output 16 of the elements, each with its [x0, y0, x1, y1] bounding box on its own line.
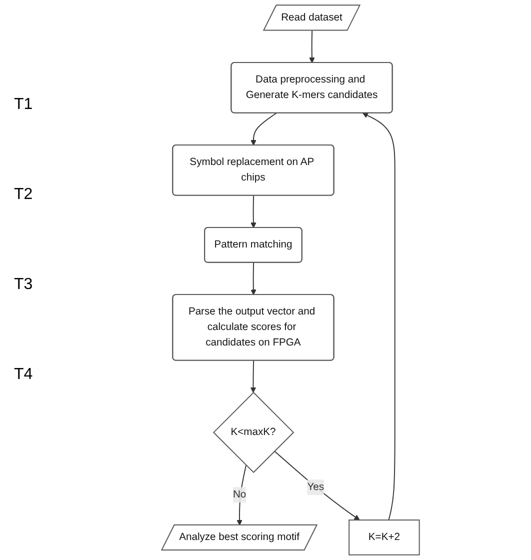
step-label: T1	[14, 96, 34, 114]
node-diamond: K<maxK?	[212, 392, 294, 474]
step-label: T2	[14, 186, 34, 204]
step-label: T3	[14, 276, 34, 294]
arrow	[309, 30, 315, 64]
edge-label: Yes	[307, 482, 324, 492]
arrow	[250, 112, 277, 146]
arrow	[362, 112, 396, 521]
node-box: K=K+2	[348, 520, 420, 556]
arrow	[250, 262, 256, 296]
arrow	[250, 360, 256, 393]
edge-label: No	[232, 489, 246, 500]
arrow	[250, 195, 256, 228]
arrow	[236, 464, 247, 526]
arrow	[274, 450, 360, 520]
step-label: T4	[14, 366, 34, 384]
